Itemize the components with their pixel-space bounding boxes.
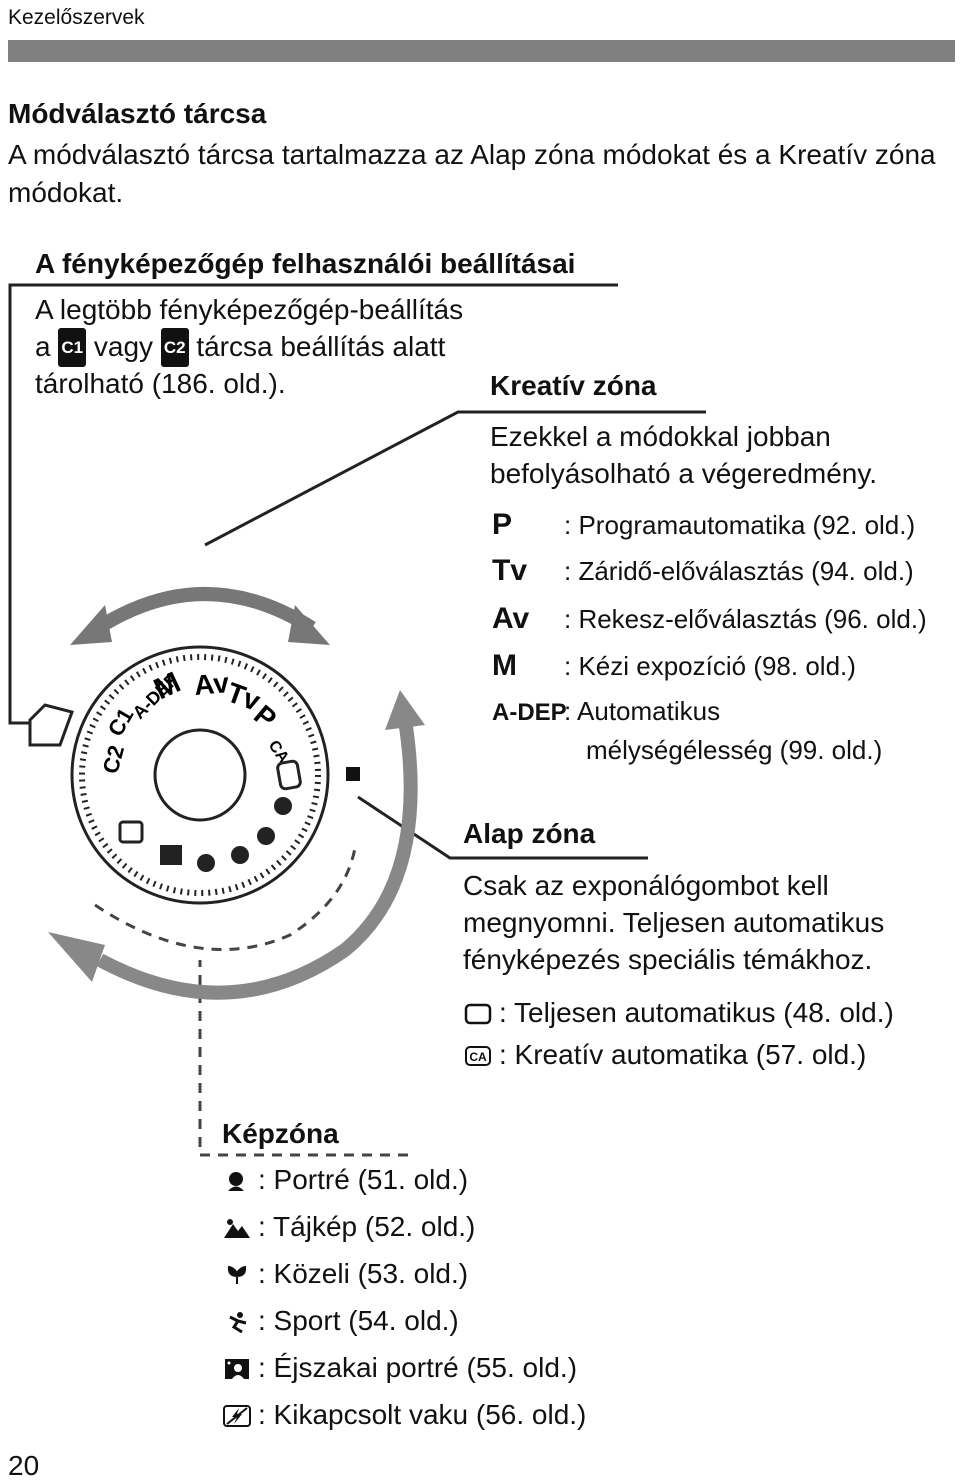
basic-zone-arrow <box>96 718 418 1000</box>
basic-mode-creative-auto: CA : Kreatív automatika (57. old.) <box>463 1036 866 1073</box>
c1-icon: C1 <box>58 328 87 367</box>
mode-label: : Záridő-előválasztás (94. old.) <box>564 556 914 586</box>
mode-label: : Közeli (53. old.) <box>258 1258 469 1289</box>
mode-label: : Teljesen automatikus (48. old.) <box>499 997 894 1028</box>
closeup-icon <box>227 1265 247 1284</box>
mode-symbol: Av <box>492 602 530 635</box>
basic-desc-3: fényképezés speciális témákhoz. <box>463 944 873 975</box>
mode-label: : Automatikus <box>564 696 721 726</box>
dial-center <box>153 728 247 822</box>
mode-row-m: M : Kézi expozíció (98. old.) <box>492 649 856 683</box>
dial-sports-icon <box>197 854 215 872</box>
dial-full-auto-icon <box>276 759 302 791</box>
mode-row-av: Av : Rekesz-előválasztás (96. old.) <box>492 602 927 636</box>
mode-label: : Rekesz-előválasztás (96. old.) <box>564 604 927 634</box>
mode-label: : Kikapcsolt vaku (56. old.) <box>258 1399 587 1430</box>
arrow-head-left <box>70 605 112 645</box>
portrait-icon <box>228 1172 244 1191</box>
mode-symbol: P <box>492 508 513 541</box>
mode-label: : Éjszakai portré (55. old.) <box>258 1352 578 1383</box>
dial-landscape-icon <box>257 827 275 845</box>
creative-zone-arrow <box>94 587 316 634</box>
basic-mode-full-auto: : Teljesen automatikus (48. old.) <box>463 994 894 1031</box>
dial-label-av: Av <box>193 667 231 701</box>
custom-settings-title: A fényképezőgép felhasználói beállításai <box>35 248 576 279</box>
creative-zone-title: Kreatív zóna <box>490 370 657 401</box>
full-auto-icon <box>464 1003 492 1025</box>
mode-label: : Kreatív automatika (57. old.) <box>499 1039 867 1070</box>
mode-row-adep: A-DEP: Automatikus <box>492 696 720 727</box>
creative-desc-1: Ezekkel a módokkal jobban <box>490 421 831 452</box>
header-bar <box>8 40 955 62</box>
sports-icon <box>229 1312 247 1333</box>
dial-closeup-icon <box>231 846 249 864</box>
mode-label: : Sport (54. old.) <box>258 1305 459 1336</box>
dial-flash-off-icon <box>118 820 144 844</box>
image-zone-title: Képzóna <box>222 1118 339 1149</box>
svg-text:CA: CA <box>469 1050 487 1064</box>
basic-zone-title: Alap zóna <box>463 818 596 849</box>
section-title: Módválasztó tárcsa <box>8 98 267 129</box>
mode-symbol: A-DEP <box>492 699 567 726</box>
dial-index-mark <box>346 767 360 781</box>
dial-knurling <box>79 654 321 896</box>
creative-desc-2: befolyásolható a végeredmény. <box>490 458 878 489</box>
creative-callout-line <box>204 410 706 547</box>
image-mode-night-portrait: : Éjszakai portré (55. old.) <box>222 1349 577 1386</box>
image-mode-sports: : Sport (54. old.) <box>222 1302 459 1339</box>
night-portrait-icon <box>225 1359 249 1379</box>
flash-off-icon <box>223 1405 251 1427</box>
image-mode-portrait: : Portré (51. old.) <box>222 1161 468 1198</box>
image-zone-dashed-arc <box>94 847 357 951</box>
mode-label: : Kézi expozíció (98. old.) <box>564 651 856 681</box>
custom-line-1: A legtöbb fényképezőgép-beállítás <box>35 294 464 325</box>
basic-callout-line <box>357 795 648 860</box>
image-mode-flash-off: : Kikapcsolt vaku (56. old.) <box>222 1396 586 1433</box>
mode-label: : Tájkép (52. old.) <box>258 1211 476 1242</box>
dial-index-tab <box>28 703 74 747</box>
basic-desc-2: megnyomni. Teljesen automatikus <box>463 907 885 938</box>
intro-text: A módválasztó tárcsa tartalmazza az Alap… <box>8 139 936 208</box>
arrow-head-top <box>385 690 425 730</box>
mode-symbol: M <box>492 649 517 682</box>
mode-row-p: P : Programautomatika (92. old.) <box>492 508 915 542</box>
custom-line-2: a C1 vagy C2 tárcsa beállítás alatt <box>35 328 445 367</box>
arrow-head-right <box>288 605 330 645</box>
running-header: Kezelőszervek <box>8 6 145 29</box>
landscape-icon <box>224 1219 250 1238</box>
dial-portrait-icon <box>274 797 292 815</box>
arrow-head-bottom <box>48 932 105 982</box>
c2-icon: C2 <box>160 328 189 367</box>
basic-desc-1: Csak az exponálógombot kell <box>463 870 829 901</box>
image-mode-landscape: : Tájkép (52. old.) <box>222 1208 475 1245</box>
mode-row-tv: Tv : Záridő-előválasztás (94. old.) <box>492 554 914 588</box>
page-number: 20 <box>8 1450 40 1481</box>
custom-line-2-a: a <box>35 331 51 362</box>
mode-label: : Portré (51. old.) <box>258 1164 469 1195</box>
creative-auto-icon: CA <box>465 1046 491 1066</box>
image-zone-callout-line <box>198 960 408 1157</box>
custom-line-2-c: tárcsa beállítás alatt <box>196 331 446 362</box>
custom-line-2-b: vagy <box>93 331 154 362</box>
mode-label-continued: mélységélesség (99. old.) <box>586 735 883 765</box>
image-mode-closeup: : Közeli (53. old.) <box>222 1255 468 1292</box>
custom-callout-line <box>8 283 618 725</box>
mode-label: : Programautomatika (92. old.) <box>564 510 916 540</box>
mode-symbol: Tv <box>492 554 528 587</box>
custom-line-3: tárolható (186. old.). <box>35 368 286 399</box>
dial-night-portrait-icon <box>160 845 182 865</box>
